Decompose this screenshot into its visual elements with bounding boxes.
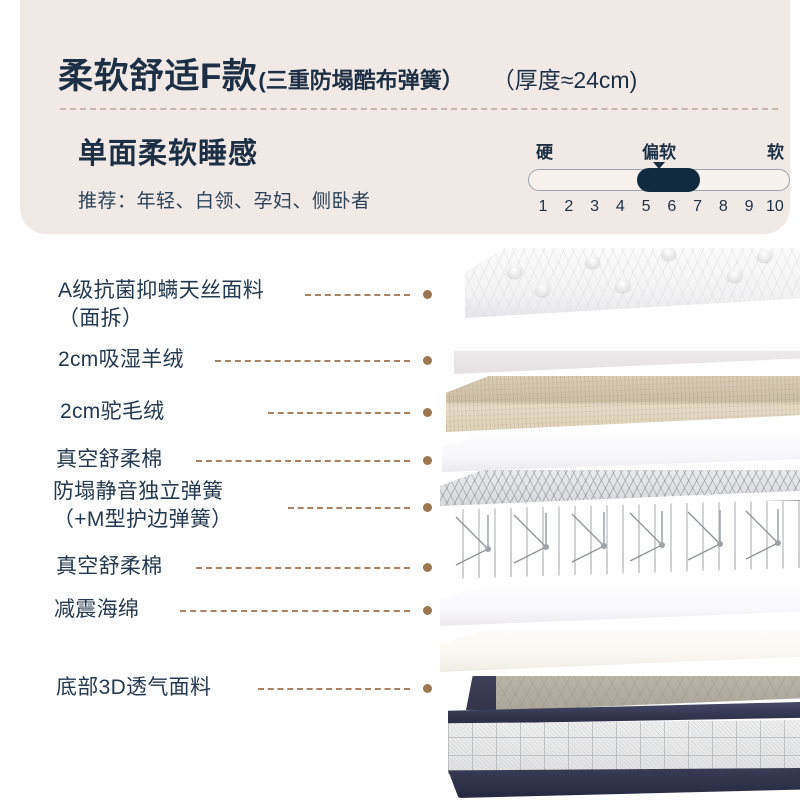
sponge-slab-surface	[440, 630, 800, 672]
layer-leader-line	[215, 360, 410, 362]
firmness-number: 8	[718, 198, 728, 215]
firmness-scale-labels: 硬 偏软 软	[526, 138, 792, 162]
layer-callout-line1: A级抗菌抑螨天丝面料	[58, 279, 265, 302]
layer-leader-line	[268, 412, 410, 414]
layer-leader-dot	[423, 503, 432, 512]
base-navy-bottom-rail	[448, 768, 800, 798]
firmness-pointer-icon	[653, 162, 665, 169]
layer-callout-label: A级抗菌抑螨天丝面料 （面拆）	[58, 277, 264, 333]
mattress-layer-quilted-fabric	[465, 247, 800, 318]
cotton-slab-surface	[442, 434, 800, 472]
firmness-number: 4	[615, 198, 625, 215]
quilted-fabric-surface	[465, 248, 800, 318]
firmness-number: 6	[667, 198, 677, 215]
layer-leader-dot	[423, 356, 432, 365]
layer-leader-dot	[423, 456, 432, 465]
mattress-layer-pocket-springs	[440, 470, 800, 582]
base-3d-mesh-fabric	[448, 720, 800, 774]
mattress-layer-3d-breathable-base	[440, 676, 800, 808]
firmness-number: 9	[744, 198, 754, 215]
spring-side-surface	[448, 500, 800, 579]
wool-slab-surface	[454, 322, 800, 374]
firmness-scale: 硬 偏软 软 1 2 3 4 5 6 7 8 9 10	[526, 138, 792, 215]
firmness-number: 7	[693, 198, 703, 215]
product-title-row: 柔软舒适F款 (三重防塌酷布弹簧） （厚度≈24cm)	[58, 48, 637, 99]
firmness-number: 1	[538, 198, 548, 215]
layer-callout-line2: （面拆）	[58, 307, 144, 330]
layer-callout-line2: （+M型护边弹簧）	[53, 508, 233, 531]
layer-callout-label: 2cm驼毛绒	[60, 400, 165, 423]
layer-leader-dot	[423, 290, 432, 299]
mattress-layer-vacuum-cotton-lower	[440, 586, 800, 626]
layer-leader-line	[305, 294, 410, 296]
layer-callout-label: 真空舒柔棉	[56, 555, 163, 578]
layer-leader-dot	[423, 684, 432, 693]
layer-leader-line	[288, 507, 410, 509]
layer-leader-line	[196, 460, 410, 462]
product-thickness: （厚度≈24cm)	[491, 67, 638, 93]
layer-callout-line1: 防塌静音独立弹簧	[53, 480, 224, 503]
layer-callout-label: 防塌静音独立弹簧 （+M型护边弹簧）	[53, 478, 232, 534]
cotton-slab-surface-lower	[440, 586, 800, 626]
layer-leader-dot	[423, 408, 432, 417]
firmness-number: 10	[765, 198, 784, 215]
m-edge-spring-icon	[455, 509, 781, 566]
layer-leader-line	[180, 610, 410, 612]
firmness-label-medium-soft: 偏软	[642, 143, 676, 162]
firmness-label-soft: 软	[767, 143, 784, 162]
layer-callout-label: 2cm吸湿羊绒	[58, 348, 184, 371]
mattress-layer-damping-sponge	[440, 630, 800, 672]
spring-top-surface	[440, 470, 800, 506]
layer-leader-line	[196, 567, 410, 569]
layer-leader-line	[258, 688, 410, 690]
mattress-layer-wool-2cm	[454, 322, 800, 374]
layer-leader-dot	[423, 606, 432, 615]
layer-leader-dot	[423, 563, 432, 572]
mattress-layer-camel-hair-2cm	[446, 376, 800, 432]
recommended-users: 推荐：年轻、白领、孕妇、侧卧者	[78, 191, 371, 212]
base-navy-corner	[466, 676, 496, 710]
mattress-exploded-illustration	[440, 247, 800, 798]
mattress-layer-vacuum-cotton-upper	[442, 434, 800, 472]
header-divider	[60, 108, 778, 110]
layer-callout-label: 真空舒柔棉	[56, 448, 163, 471]
layer-callout-label: 减震海绵	[54, 598, 140, 621]
product-header-banner: 柔软舒适F款 (三重防塌酷布弹簧） （厚度≈24cm) 单面柔软睡感 推荐：年轻…	[20, 0, 790, 234]
feel-headline: 单面柔软睡感	[78, 138, 259, 170]
firmness-number: 5	[641, 198, 651, 215]
firmness-number: 3	[590, 198, 599, 215]
camel-slab-surface	[446, 376, 800, 432]
firmness-number: 2	[564, 198, 574, 215]
firmness-selected-range	[637, 168, 700, 192]
product-title: 柔软舒适F款	[58, 57, 258, 96]
firmness-number-row: 1 2 3 4 5 6 7 8 9 10	[526, 198, 792, 216]
firmness-label-hard: 硬	[536, 143, 553, 162]
layer-callout-label: 底部3D透气面料	[56, 676, 212, 699]
product-title-subnote: (三重防塌酷布弹簧）	[258, 68, 464, 93]
